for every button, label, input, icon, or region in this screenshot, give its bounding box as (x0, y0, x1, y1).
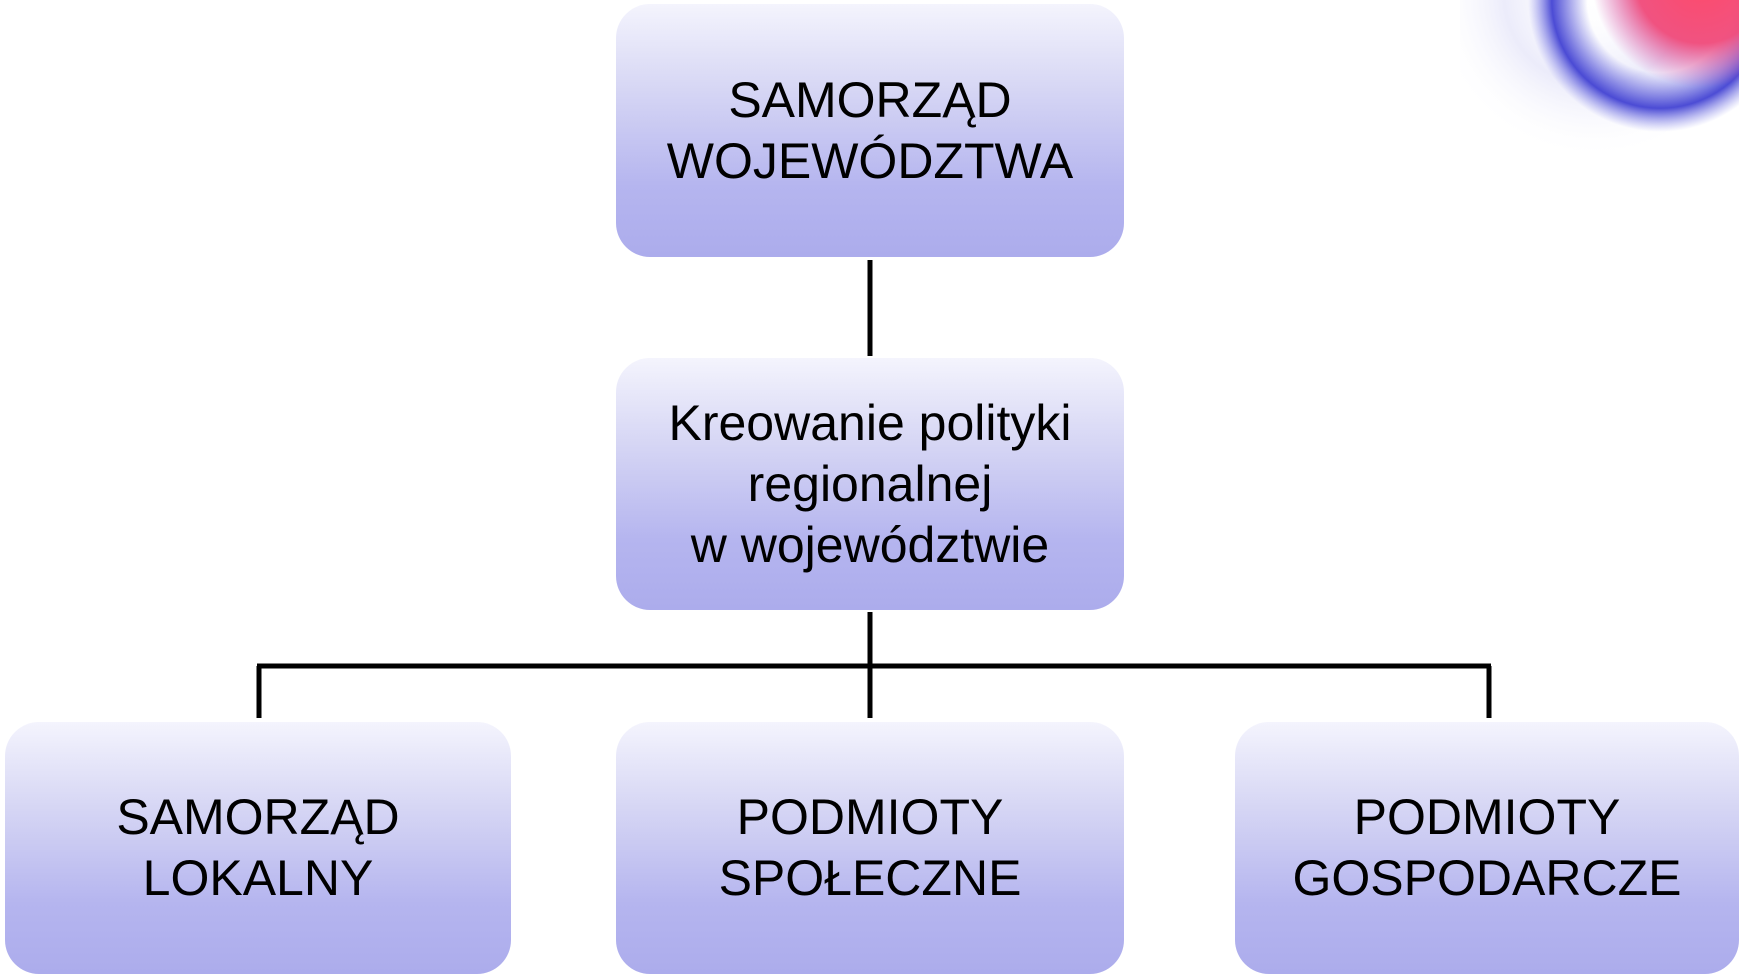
decorative-orb (1460, 0, 1739, 150)
node-line: Kreowanie polityki (668, 394, 1072, 451)
node-podmioty-gospodarcze: PODMIOTY GOSPODARCZE (1235, 722, 1739, 974)
node-podmioty-spoleczne: PODMIOTY SPOŁECZNE (616, 722, 1124, 974)
node-line: regionalnej (747, 455, 993, 512)
node-kreowanie-polityki: Kreowanie polityki regionalnej w wojewód… (616, 358, 1124, 610)
node-line: w województwie (690, 516, 1050, 573)
node-line: GOSPODARCZE (1292, 850, 1682, 906)
node-line: SAMORZĄD (728, 71, 1012, 128)
node-line: LOKALNY (142, 850, 374, 906)
node-line: SAMORZĄD (116, 789, 400, 845)
node-line: SPOŁECZNE (718, 850, 1022, 906)
node-samorzad-lokalny: SAMORZĄD LOKALNY (5, 722, 511, 974)
node-line: PODMIOTY (736, 789, 1004, 845)
node-line: PODMIOTY (1353, 789, 1621, 845)
node-samorzad-wojewodztwa: SAMORZĄD WOJEWÓDZTWA (616, 4, 1124, 257)
node-line: WOJEWÓDZTWA (666, 132, 1074, 189)
